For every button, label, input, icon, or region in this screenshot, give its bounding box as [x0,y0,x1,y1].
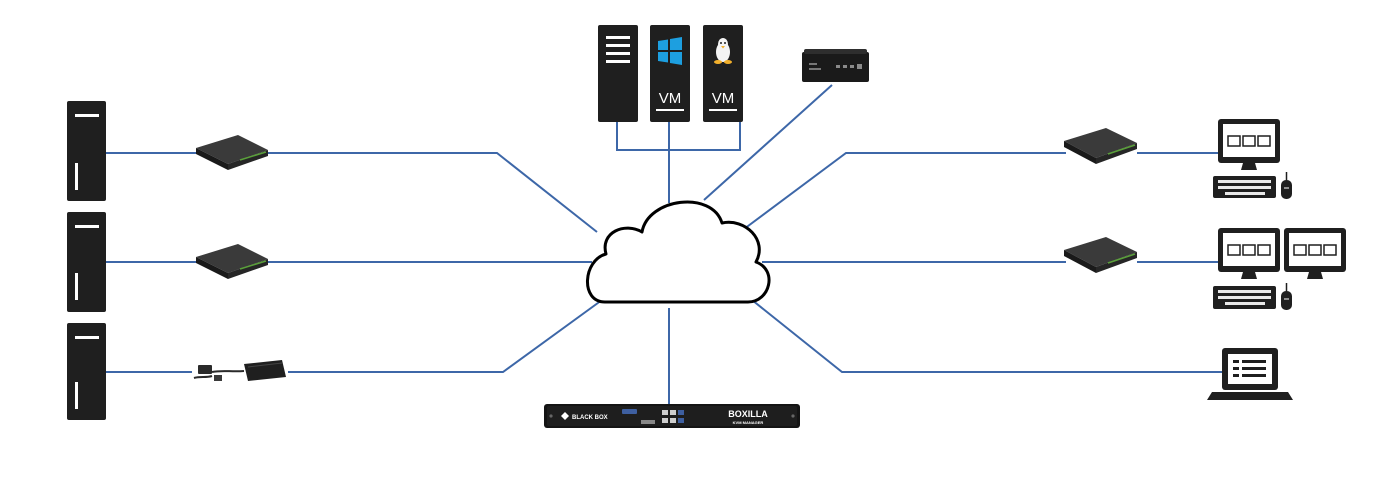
kvm-transmitter-icon [196,244,268,279]
keyboard-icon [1213,176,1276,198]
kvm-receiver-icon [1064,128,1137,164]
mouse-icon [1281,172,1292,199]
link-server-physical [616,122,741,151]
cloud-icon [586,200,771,304]
server-physical [598,25,638,122]
mini-pc-icon [802,49,869,82]
link-cloud-laptop [751,299,1222,373]
link-dongle-cloud [288,299,603,373]
link-mini-pc-cloud [703,84,833,201]
server-windows-vm: VM [650,25,690,122]
link-cloud-receiver-1 [739,152,1066,233]
linux-penguin-icon [714,38,732,64]
vm-label-linux: VM [712,90,735,107]
kvm-transmitter-icon [196,135,268,170]
workstation-single [1213,119,1292,199]
kvm-receiver-icon [1064,237,1137,273]
vm-label-windows: VM [659,90,682,107]
appliance-product: BOXILLA [728,409,768,419]
server-tower-icon [67,101,106,201]
appliance-brand: BLACK BOX [572,415,608,421]
server-linux-vm: VM [703,25,743,122]
workstation-dual [1213,228,1346,310]
windows-logo-icon [658,37,682,65]
monitor-icon [1284,228,1346,279]
keyboard-icon [1213,286,1276,309]
connection-lines [105,84,1222,404]
server-tower-icon [67,323,106,420]
usb-dongle-icon [193,360,286,381]
server-tower-icon [67,212,106,312]
mouse-icon [1281,283,1292,310]
monitor-icon [1218,228,1280,279]
laptop-icon [1207,348,1293,400]
appliance-subtitle: KVM MANAGER [733,420,764,425]
rack-appliance-icon: BLACK BOX BOXILLA KVM MANAGER [544,404,800,428]
link-transmitter-1-cloud [268,152,598,233]
monitor-icon [1218,119,1280,170]
